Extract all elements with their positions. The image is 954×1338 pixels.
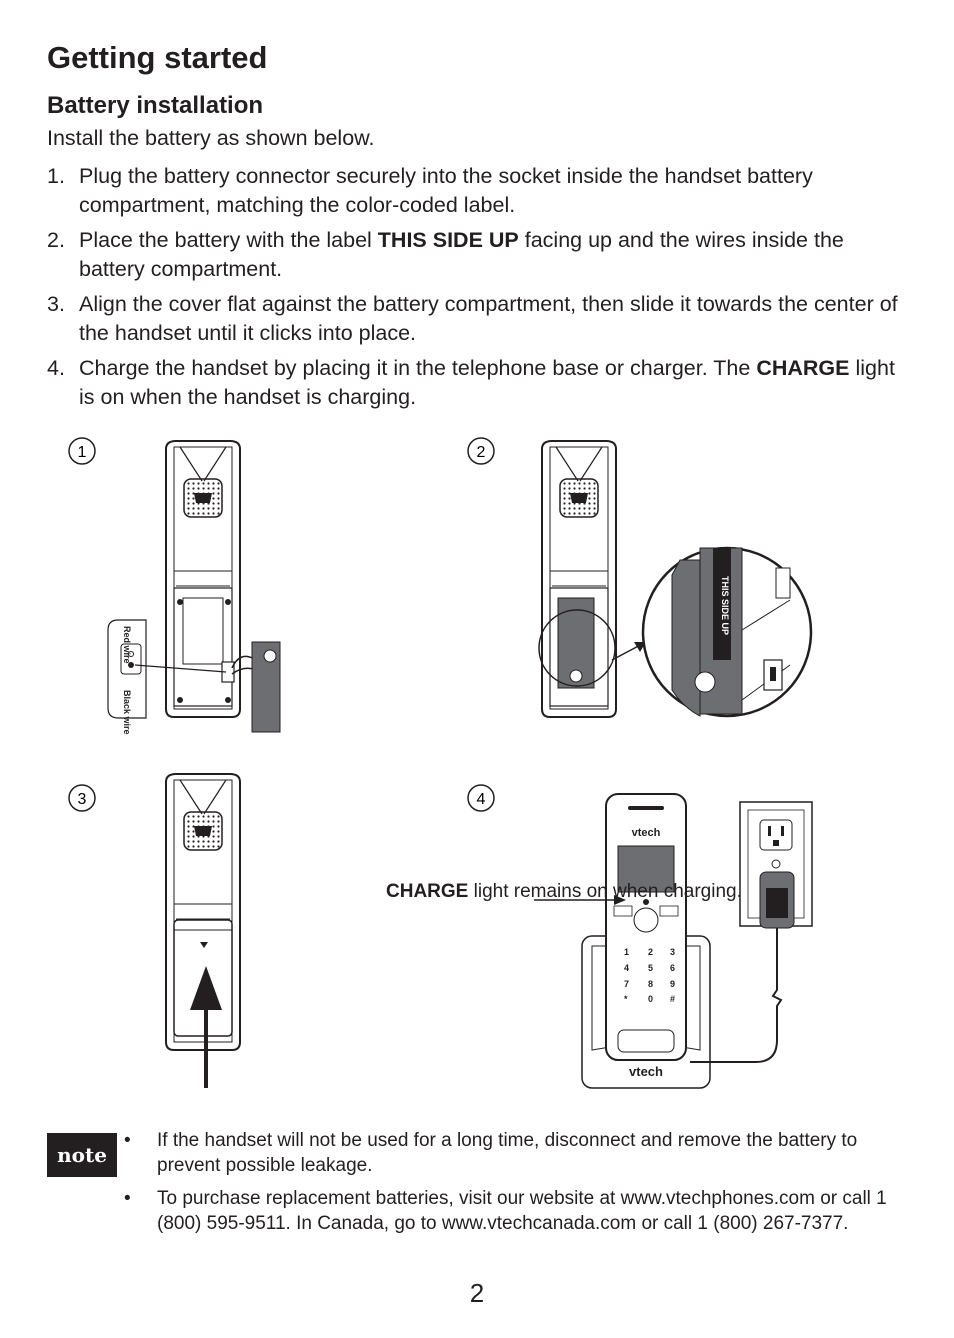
panel-number-label: 3	[78, 791, 87, 808]
panel-number-label: 1	[78, 444, 87, 461]
svg-text:6: 6	[670, 963, 675, 973]
panel-1-handset-open: Red wire Black wire	[107, 440, 281, 735]
step-item: 3. Align the cover flat against the batte…	[47, 290, 907, 348]
step-number: 3.	[47, 292, 65, 316]
instruction-steps: 1. Plug the battery connector securely in…	[47, 162, 907, 418]
note-text: If the handset will not be used for a lo…	[157, 1130, 858, 1176]
panel-number-2: 2	[467, 437, 495, 465]
notes-list: • If the handset will not be used for a l…	[121, 1128, 911, 1244]
callout-emphasis: CHARGE	[386, 881, 469, 902]
battery-label: THIS SIDE UP	[720, 576, 730, 635]
charge-light-callout: CHARGE light remains on when charging.	[386, 879, 742, 905]
page-number: 2	[469, 1278, 485, 1308]
step-item: 2. Place the battery with the label THIS …	[47, 226, 907, 284]
step-emphasis: THIS SIDE UP	[377, 228, 519, 252]
note-item: • To purchase replacement batteries, visi…	[121, 1186, 911, 1236]
bullet-icon: •	[124, 1188, 131, 1209]
svg-text:3: 3	[670, 947, 675, 957]
step-number: 1.	[47, 164, 65, 188]
callout-text: light remains on when charging.	[468, 881, 742, 902]
note-item: • If the handset will not be used for a l…	[121, 1128, 911, 1178]
section-heading: Battery installation	[47, 92, 264, 119]
svg-text:5: 5	[648, 963, 653, 973]
base-brand-logo: vtech	[629, 1064, 663, 1079]
svg-text:7: 7	[624, 979, 629, 989]
step-text: Place the battery with the label	[79, 228, 378, 252]
svg-text:9: 9	[670, 979, 675, 989]
svg-text:#: #	[670, 994, 675, 1004]
panel-number-4: 4	[467, 784, 495, 812]
step-number: 4.	[47, 356, 65, 380]
panel-number-3: 3	[68, 784, 96, 812]
step-number: 2.	[47, 228, 65, 252]
black-wire-label: Black wire	[122, 690, 132, 735]
panel-2-battery-placed: THIS SIDE UP	[538, 440, 813, 718]
panel-number-label: 4	[477, 791, 486, 808]
handset-brand-logo: vtech	[632, 827, 661, 839]
svg-text:4: 4	[624, 963, 629, 973]
svg-text:0: 0	[648, 994, 653, 1004]
step-text: facing up and the wires inside the batte…	[79, 228, 844, 281]
step-text: light is on when the handset is charging…	[79, 356, 895, 409]
step-text: Plug the battery connector securely into…	[79, 164, 813, 217]
step-text: Charge the handset by placing it in the …	[79, 356, 757, 380]
step-item: 4. Charge the handset by placing it in th…	[47, 354, 907, 412]
red-wire-label: Red wire	[122, 626, 132, 664]
svg-text:2: 2	[648, 947, 653, 957]
step-emphasis: CHARGE	[756, 356, 850, 380]
svg-text:8: 8	[648, 979, 653, 989]
page-title: Getting started	[47, 40, 268, 75]
panel-number-label: 2	[477, 444, 486, 461]
intro-text: Install the battery as shown below.	[47, 126, 375, 150]
bullet-icon: •	[124, 1130, 131, 1151]
note-text: To purchase replacement batteries, visit…	[157, 1188, 887, 1234]
panel-number-1: 1	[68, 437, 96, 465]
panel-4-charger: vtech vtech 1 2 3 4 5 6 7 8 9 * 0 #	[534, 793, 813, 1089]
note-badge: note	[47, 1133, 117, 1177]
panel-3-cover-sliding	[165, 773, 241, 1088]
svg-text:1: 1	[624, 947, 629, 957]
step-item: 1. Plug the battery connector securely in…	[47, 162, 907, 220]
step-text: Align the cover flat against the battery…	[79, 292, 898, 345]
svg-text:*: *	[624, 994, 628, 1004]
